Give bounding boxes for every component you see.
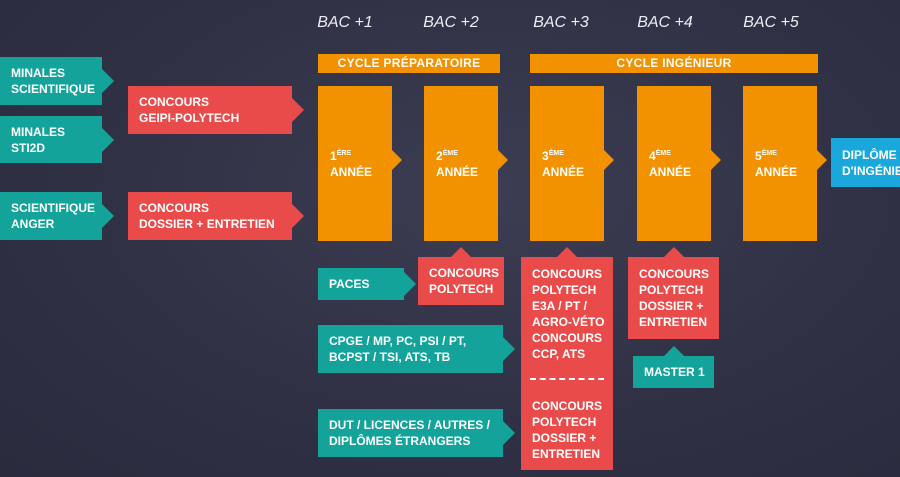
year-sup: ÈME	[655, 150, 671, 157]
entry-scientifique-etranger: SCIENTIFIQUE ANGER	[0, 192, 114, 240]
entry-line: STI2D	[11, 140, 46, 155]
entry-cpge: CPGE / MP, PC, PSI / PT, BCPST / TSI, AT…	[318, 325, 515, 373]
entry-line: PACES	[329, 277, 370, 291]
entry-line: SCIENTIFIQUE	[11, 82, 96, 96]
contest-line: CONCOURS	[429, 266, 500, 280]
entry-terminale-scientifique: MINALES SCIENTIFIQUE	[0, 57, 114, 105]
year-sup: ÈRE	[336, 150, 352, 157]
year-1-box: 1ÈRE ANNÉE	[318, 86, 402, 241]
entry-line: CPGE / MP, PC, PSI / PT,	[329, 334, 467, 348]
year-3-box: 3ÈME ANNÉE	[530, 86, 614, 241]
contest-line: CONCOURS	[532, 267, 603, 281]
year-num: 2	[436, 149, 443, 163]
year-label: ANNÉE	[330, 165, 373, 179]
contest-line: GEIPI-POLYTECH	[139, 111, 240, 125]
contest-line: CONCOURS	[139, 95, 210, 109]
contest-line: CONCOURS	[532, 331, 603, 345]
contest-polytech-year2: CONCOURS POLYTECH	[418, 247, 504, 305]
contest-line: POLYTECH	[429, 282, 494, 296]
contest-line: DOSSIER + ENTRETIEN	[139, 217, 275, 231]
entry-line: MASTER 1	[644, 365, 705, 379]
contest-line: DOSSIER +	[532, 431, 597, 445]
contest-line: ENTRETIEN	[639, 315, 708, 329]
entry-line: DIPLÔMES ÉTRANGERS	[329, 434, 471, 448]
year-5-box: 5ÈME ANNÉE	[743, 86, 827, 241]
entry-line: MINALES	[11, 124, 65, 139]
contest-line: CCP, ATS	[532, 347, 586, 361]
year-label: ANNÉE	[436, 165, 479, 179]
contest-line: AGRO-VÉTO	[532, 315, 605, 329]
year-num: 5	[755, 149, 762, 163]
contest-line: ENTRETIEN	[532, 447, 601, 461]
year-2-box: 2ÈME ANNÉE	[424, 86, 508, 241]
year-sup: ÈME	[548, 150, 564, 157]
entry-line: DUT / LICENCES / AUTRES /	[329, 418, 490, 432]
contest-line: CONCOURS	[639, 267, 710, 281]
year-sup: ÈME	[761, 150, 777, 157]
entry-line: ANGER	[11, 217, 55, 231]
diploma-box: DIPLÔME D'INGÉNIE	[831, 138, 900, 187]
contest-dossier-entretien: CONCOURS DOSSIER + ENTRETIEN	[128, 192, 304, 240]
entry-dut-licences: DUT / LICENCES / AUTRES / DIPLÔMES ÉTRAN…	[318, 409, 515, 457]
diploma-line: D'INGÉNIE	[842, 163, 900, 178]
dashed-divider	[530, 378, 604, 380]
entry-line: MINALES	[11, 66, 65, 80]
diploma-line: DIPLÔME	[842, 147, 897, 162]
year-4-box: 4ÈME ANNÉE	[637, 86, 721, 241]
contest-polytech-year4: CONCOURS POLYTECH DOSSIER + ENTRETIEN	[628, 247, 719, 339]
timeline-bac3: BAC +3	[533, 14, 589, 31]
timeline-bac1: BAC +1	[317, 14, 373, 31]
timeline-bac4: BAC +4	[637, 14, 693, 31]
entry-master-1: MASTER 1	[633, 346, 714, 388]
year-sup: ÈME	[442, 150, 458, 157]
contest-geipi-polytech: CONCOURS GEIPI-POLYTECH	[128, 86, 304, 134]
timeline-bac5: BAC +5	[743, 14, 799, 31]
contest-line: E3A / PT /	[532, 299, 587, 313]
entry-line: BCPST / TSI, ATS, TB	[329, 350, 451, 364]
entry-terminale-sti2d: MINALES STI2D	[0, 116, 114, 163]
entry-paces: PACES	[318, 268, 416, 300]
contest-line: POLYTECH	[532, 415, 597, 429]
contest-polytech-year3: CONCOURS POLYTECH E3A / PT / AGRO-VÉTO C…	[521, 247, 613, 470]
year-label: ANNÉE	[755, 165, 798, 179]
year-label: ANNÉE	[542, 165, 585, 179]
year-label: ANNÉE	[649, 165, 692, 179]
contest-line: CONCOURS	[139, 201, 210, 215]
year-num: 3	[542, 149, 549, 163]
contest-line: POLYTECH	[639, 283, 704, 297]
year-num: 4	[649, 149, 656, 163]
timeline-bac2: BAC +2	[423, 14, 479, 31]
year-num: 1	[330, 149, 337, 163]
cycle-preparatory-band: CYCLE PRÉPARATOIRE	[318, 54, 500, 73]
entry-line: SCIENTIFIQUE	[11, 201, 96, 215]
contest-line: CONCOURS	[532, 399, 603, 413]
contest-line: DOSSIER +	[639, 299, 704, 313]
contest-line: POLYTECH	[532, 283, 597, 297]
cycle-engineer-band: CYCLE INGÉNIEUR	[530, 54, 818, 73]
